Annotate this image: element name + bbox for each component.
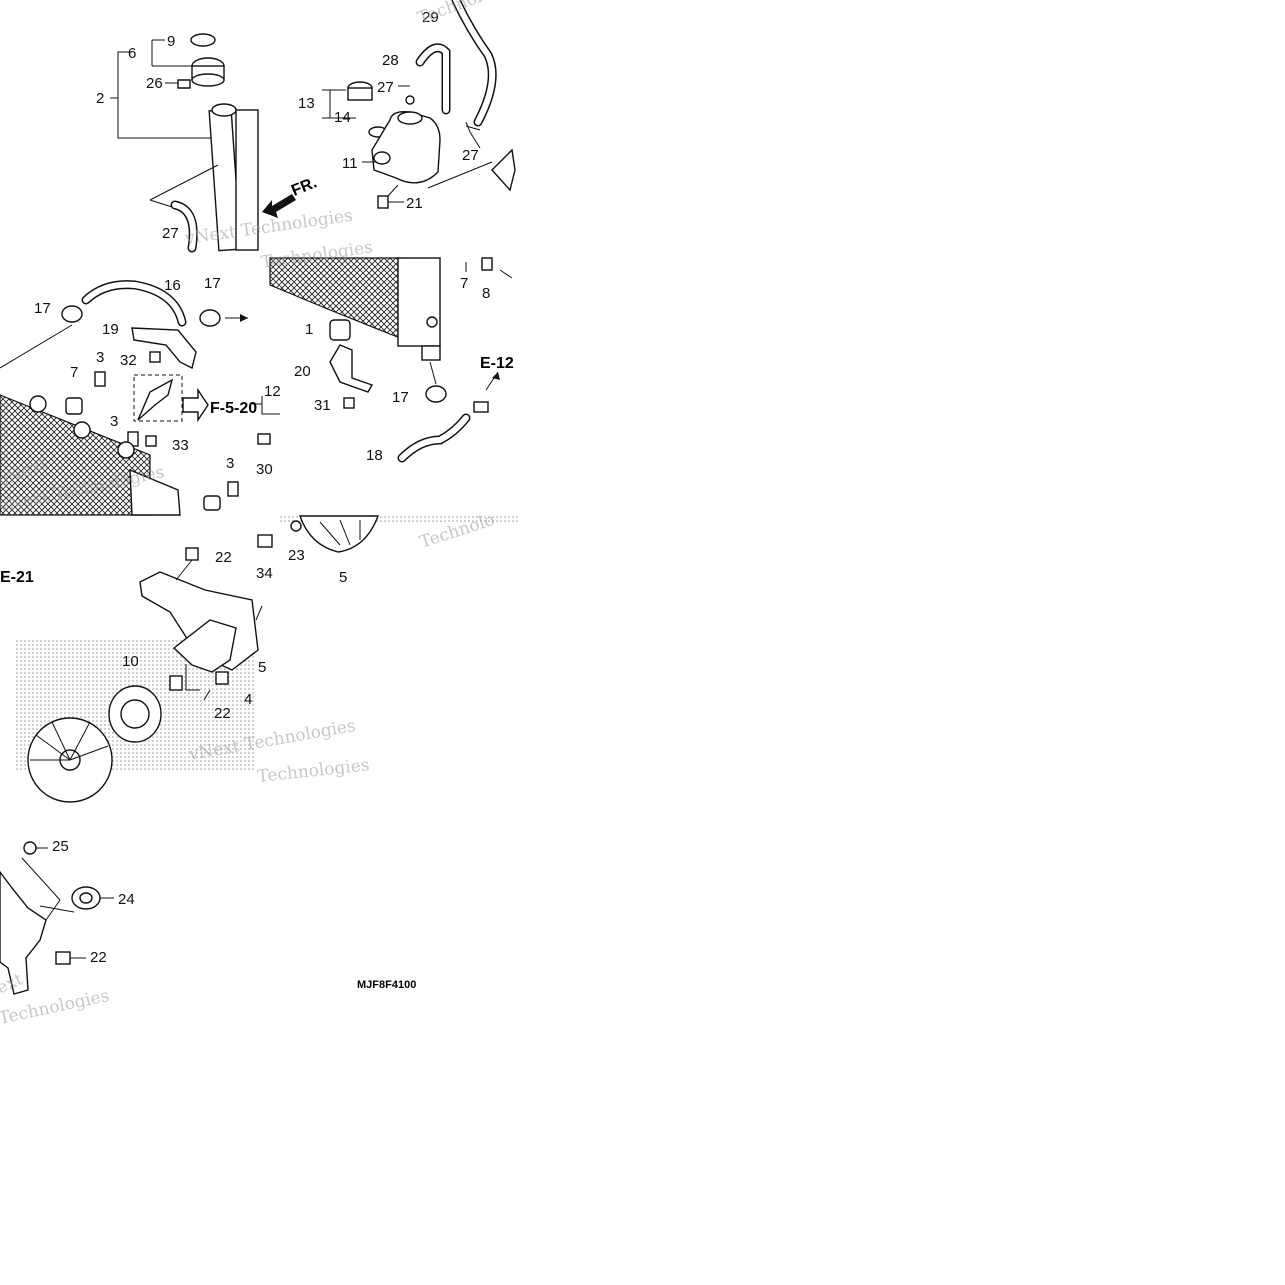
- panel-hoses-left: [0, 280, 280, 516]
- hose-clamp-icon: [199, 309, 221, 327]
- bolt-icon: [377, 195, 404, 209]
- fan-blade-icon: [299, 515, 380, 553]
- tank-cap-icon: [347, 81, 373, 101]
- callout-10: 10: [122, 653, 139, 670]
- fan-blade-icon: [27, 717, 113, 803]
- gasket-icon: [190, 33, 216, 47]
- callout-31: 31: [314, 397, 331, 414]
- hose-clamp-icon: [61, 305, 83, 323]
- watermark: Technologies: [256, 755, 370, 787]
- callout-33: 33: [172, 437, 189, 454]
- callout-26: 26: [146, 75, 163, 92]
- callout-17: 17: [204, 275, 221, 292]
- radiator-core-icon: [269, 257, 441, 361]
- bolt-icon: [145, 435, 157, 447]
- callout-3: 3: [110, 413, 118, 430]
- callout-1: 1: [305, 321, 313, 338]
- callout-2: 2: [96, 90, 104, 107]
- callout-27: 27: [462, 147, 479, 164]
- nut-icon: [257, 534, 273, 548]
- panel-radiator-upper: [110, 33, 296, 253]
- clip-nut-icon: [227, 481, 239, 497]
- callout-32: 32: [120, 352, 137, 369]
- callout-7: 7: [460, 275, 468, 292]
- callout-22: 22: [215, 549, 232, 566]
- callout-22: 22: [90, 949, 107, 966]
- bolt-icon: [481, 257, 493, 271]
- panel-cooling-fan: [14, 515, 518, 803]
- callout-19: 19: [102, 321, 119, 338]
- callout-28: 28: [382, 52, 399, 69]
- callout-11: 11: [342, 155, 358, 172]
- bolt-icon: [343, 397, 355, 409]
- ref-e12: E-12: [480, 355, 514, 372]
- callout-14: 14: [334, 109, 351, 126]
- callout-22: 22: [214, 705, 231, 722]
- nut-icon: [290, 520, 302, 532]
- clip-nut-icon: [94, 371, 106, 387]
- radiator-core-icon: [0, 394, 181, 516]
- front-label: FR.: [289, 174, 319, 199]
- screw-icon: [177, 79, 191, 89]
- fan-motor-icon: [108, 675, 183, 743]
- grommet-icon: [71, 886, 101, 910]
- hose-clamp-icon: [425, 385, 447, 403]
- callout-27: 27: [377, 79, 394, 96]
- radiator-cap-icon: [191, 57, 225, 87]
- ref-f520: F-5-20: [210, 400, 257, 417]
- callout-27: 27: [162, 225, 179, 242]
- callout-21: 21: [406, 195, 423, 212]
- callout-6: 6: [128, 45, 136, 62]
- callout-8: 8: [482, 285, 490, 302]
- grommet-icon: [203, 495, 221, 511]
- callout-3: 3: [226, 455, 234, 472]
- callout-12: 12: [264, 383, 281, 400]
- callout-4: 4: [244, 691, 252, 708]
- callout-5: 5: [339, 569, 347, 586]
- bolt-icon: [257, 433, 271, 445]
- reference-arrow-icon: [182, 387, 209, 423]
- callout-20: 20: [294, 363, 311, 380]
- bolt-icon: [149, 351, 161, 363]
- front-arrow-icon: [262, 194, 296, 218]
- sensor-icon: [473, 401, 489, 413]
- callout-3: 3: [96, 349, 104, 366]
- callout-labels: 29 9 6 2 26 28 27 13 14 11 21 27 27 16 1…: [34, 9, 490, 966]
- bolt-icon: [55, 951, 71, 965]
- panel-shroud-lower: [0, 841, 114, 995]
- callout-34: 34: [256, 565, 273, 582]
- callout-25: 25: [52, 838, 69, 855]
- callout-16: 16: [164, 277, 181, 294]
- callout-23: 23: [288, 547, 305, 564]
- callout-17: 17: [392, 389, 409, 406]
- bolt-icon: [185, 547, 199, 561]
- shroud-bracket-icon: [0, 870, 47, 995]
- callout-24: 24: [118, 891, 135, 908]
- callout-17: 17: [34, 300, 51, 317]
- callout-30: 30: [256, 461, 273, 478]
- panel-reserve-tank: [322, 0, 516, 209]
- ref-e21: E-21: [0, 569, 34, 586]
- callout-5: 5: [258, 659, 266, 676]
- bolt-icon: [215, 671, 229, 685]
- reserve-tank-icon: [371, 95, 441, 184]
- callout-29: 29: [422, 9, 439, 26]
- grommet-icon: [329, 319, 351, 341]
- callout-18: 18: [366, 447, 383, 464]
- grommet-icon: [65, 397, 83, 415]
- panel-hoses-right: [269, 257, 513, 463]
- callout-9: 9: [167, 33, 175, 50]
- nut-icon: [23, 841, 37, 855]
- radiator-tank-icon: [208, 103, 259, 252]
- diagram-code: MJF8F4100: [357, 979, 416, 991]
- callout-13: 13: [298, 95, 315, 112]
- callout-7: 7: [70, 364, 78, 381]
